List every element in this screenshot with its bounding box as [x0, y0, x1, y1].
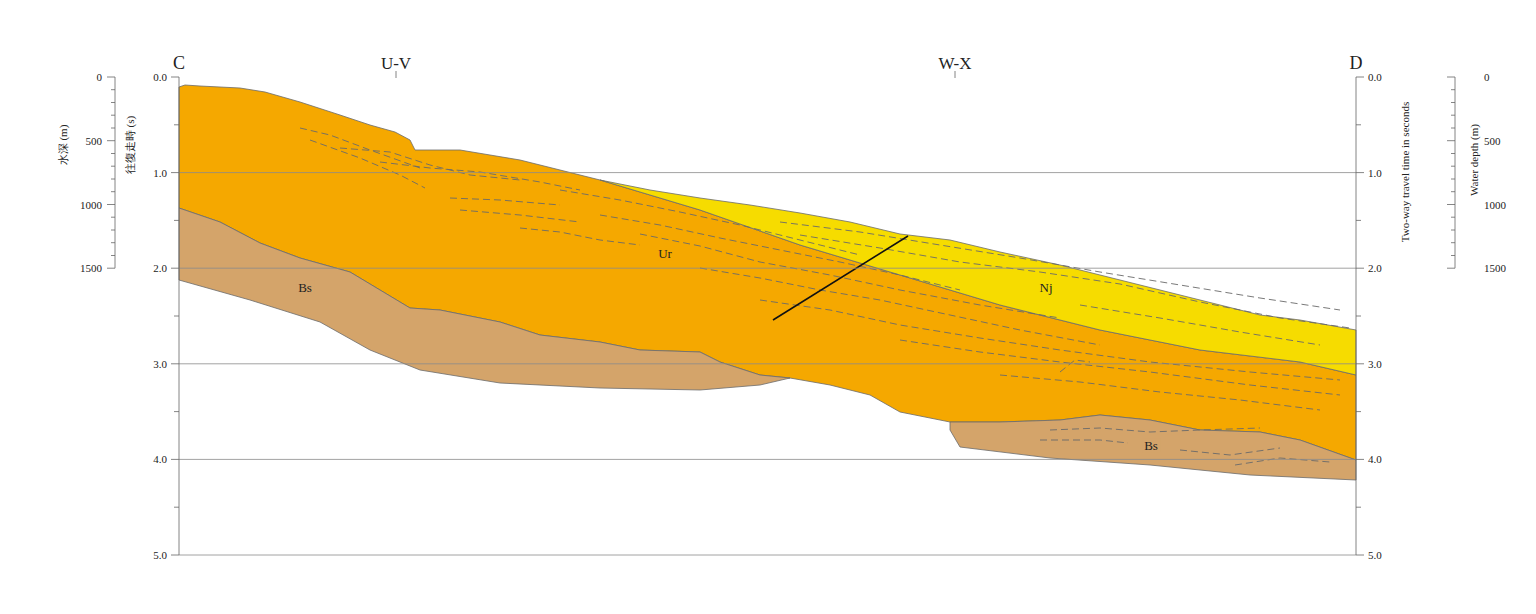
unit-label: Nj [1038, 281, 1055, 295]
tick-label: 1000 [80, 198, 102, 210]
axis-title: 往復走時 (s) [124, 116, 136, 174]
axis-title: Water depth (m) [1468, 124, 1480, 196]
tick-label: 5.0 [1368, 549, 1382, 561]
tick-label: 500 [86, 135, 103, 147]
tick-label: 3.0 [153, 358, 167, 370]
tick-label: 500 [1484, 135, 1501, 147]
tick-label: 1000 [1484, 198, 1506, 210]
line-crossing: W-X [938, 55, 971, 74]
axis-title: Two-way travel time in seconds [1399, 102, 1411, 242]
line-crossing: U-V [381, 55, 411, 74]
tick-label: 5.0 [153, 549, 167, 561]
tick-label: 0 [1484, 71, 1490, 83]
grid-lines [179, 173, 1356, 555]
nj-unit [600, 180, 1356, 375]
reflectors [300, 128, 1350, 465]
axis-title: 水深 (m) [57, 125, 69, 166]
tick-label: 1.0 [1368, 167, 1382, 179]
section-end: D [1350, 54, 1363, 74]
section-end: C [173, 54, 185, 74]
bs-unit [179, 208, 790, 390]
fault-line [773, 236, 908, 320]
tick-label: 0 [97, 71, 103, 83]
ur-unit [179, 85, 1356, 460]
tick-label: 3.0 [1368, 358, 1382, 370]
unit-label: Ur [656, 247, 674, 261]
tick-label: 0.0 [153, 71, 167, 83]
tick-label: 4.0 [153, 453, 167, 465]
tick-label: 2.0 [153, 262, 167, 274]
tick-label: 4.0 [1368, 453, 1382, 465]
tick-label: 0.0 [1368, 71, 1382, 83]
tick-label: 1500 [80, 262, 102, 274]
axes [107, 71, 1455, 555]
unit-label: Bs [296, 281, 314, 295]
tick-label: 1.0 [153, 167, 167, 179]
unit-label: Bs [1142, 439, 1160, 453]
tick-label: 1500 [1484, 262, 1506, 274]
tick-label: 2.0 [1368, 262, 1382, 274]
bs-unit [950, 415, 1356, 480]
